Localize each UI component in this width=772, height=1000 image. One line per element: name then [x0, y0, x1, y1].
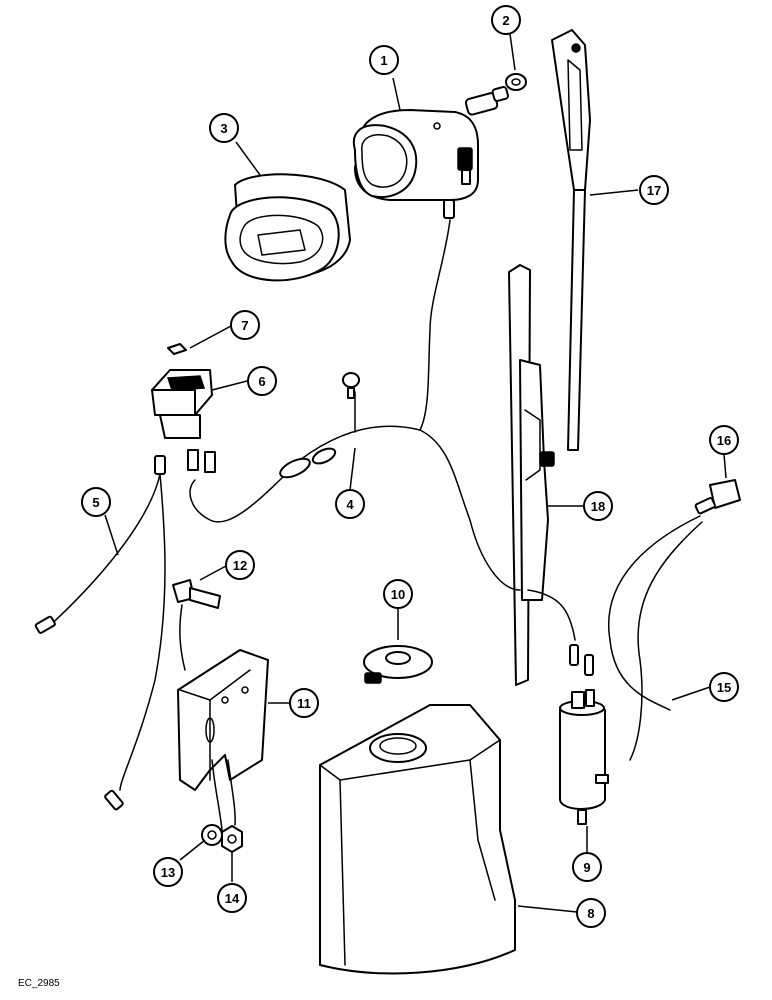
callout-4: 4: [335, 489, 365, 519]
bolt-drawing: [172, 579, 221, 671]
svg-text:17: 17: [647, 183, 661, 198]
callout-15: 15: [709, 672, 739, 702]
wiper-arm-drawing: [551, 29, 591, 451]
callout-2: 2: [491, 5, 521, 35]
svg-text:12: 12: [233, 558, 247, 573]
washer-reservoir-drawing: [319, 704, 516, 975]
callout-5: 5: [81, 487, 111, 517]
callout-8: 8: [576, 898, 606, 928]
svg-text:16: 16: [717, 433, 731, 448]
hose-drawing: [608, 515, 703, 761]
callout-18: 18: [583, 491, 613, 521]
svg-text:18: 18: [591, 499, 605, 514]
callout-3: 3: [209, 113, 239, 143]
wiper-blade-drawing: [508, 264, 555, 686]
svg-text:10: 10: [391, 587, 405, 602]
washer-pump-drawing: [559, 689, 609, 825]
mounting-bracket-drawing: [177, 649, 269, 831]
wiper-motor-drawing: [352, 86, 509, 219]
svg-text:11: 11: [297, 696, 311, 711]
cable-drawing: [34, 455, 166, 811]
svg-text:4: 4: [346, 497, 354, 512]
callout-11: 11: [289, 688, 319, 718]
callout-7: 7: [230, 310, 260, 340]
callout-14: 14: [217, 883, 247, 913]
callout-17: 17: [639, 175, 669, 205]
svg-text:14: 14: [225, 891, 240, 906]
motor-cover-drawing: [224, 173, 351, 282]
svg-text:15: 15: [717, 680, 731, 695]
callout-13: 13: [153, 857, 183, 887]
callout-12: 12: [225, 550, 255, 580]
callout-16: 16: [709, 425, 739, 455]
washer-drawing: [201, 824, 223, 846]
callout-6: 6: [247, 366, 277, 396]
callout-1: 1: [369, 45, 399, 75]
svg-text:13: 13: [161, 865, 175, 880]
callout-10: 10: [383, 579, 413, 609]
switch-lens-drawing: [167, 343, 187, 355]
grommet-drawing: [363, 645, 433, 684]
svg-text:1: 1: [380, 53, 387, 68]
svg-text:9: 9: [583, 860, 590, 875]
reference-code: EC_2985: [18, 978, 60, 989]
nut-drawing: [505, 73, 527, 91]
rocker-switch-drawing: [151, 369, 216, 473]
svg-text:8: 8: [587, 906, 594, 921]
callout-9: 9: [572, 852, 602, 882]
svg-text:7: 7: [241, 318, 248, 333]
jet-drawing: [694, 479, 741, 515]
svg-text:6: 6: [258, 374, 265, 389]
wiring-harness-drawing: [189, 219, 594, 676]
svg-text:3: 3: [220, 121, 227, 136]
svg-text:2: 2: [502, 13, 509, 28]
leader-lines: [104, 33, 727, 913]
svg-text:5: 5: [92, 495, 99, 510]
nut-14-drawing: [221, 825, 243, 853]
